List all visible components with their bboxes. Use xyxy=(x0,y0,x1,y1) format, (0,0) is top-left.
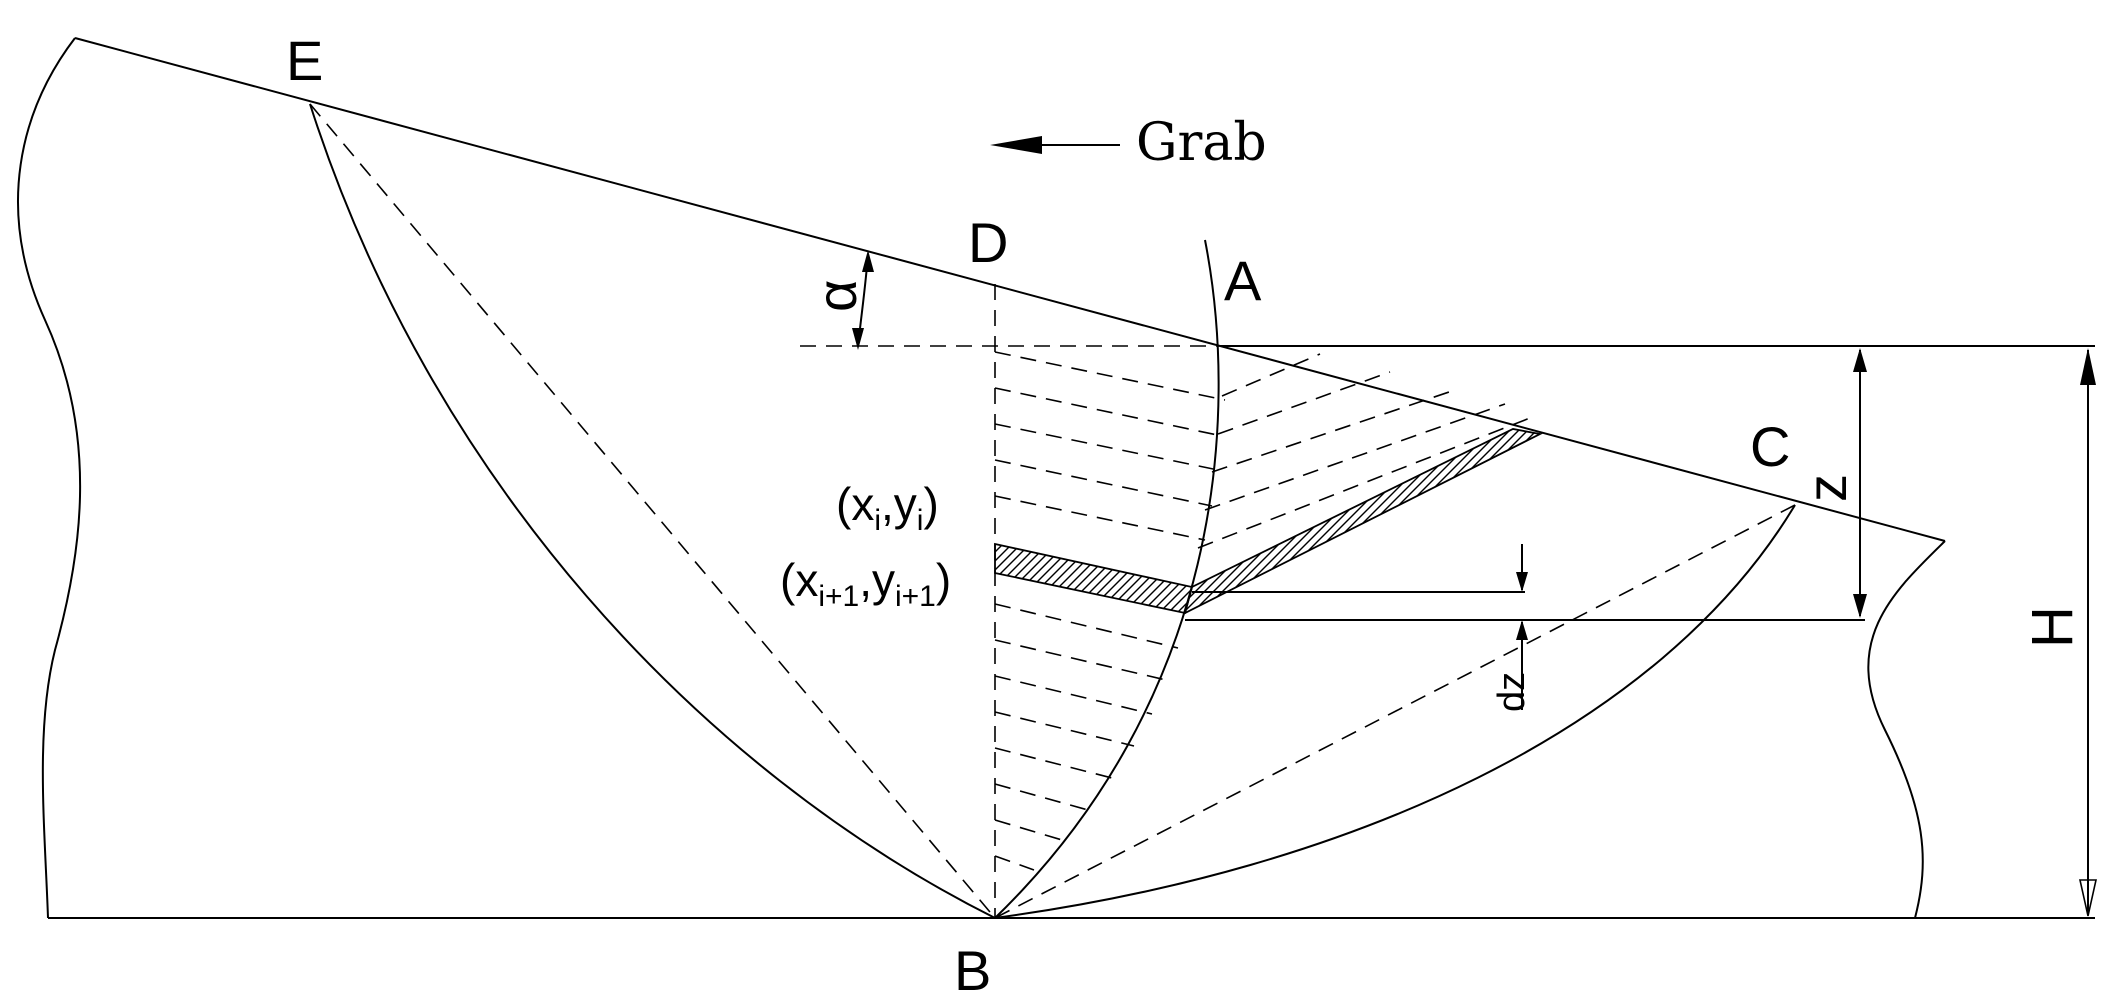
alpha-arrow-down xyxy=(852,328,864,350)
hatch-line xyxy=(1310,429,1512,613)
label-e: E xyxy=(286,29,323,92)
hatch-line xyxy=(1185,429,1287,613)
hatch-line xyxy=(1202,429,1404,613)
hatch-line xyxy=(1106,544,1188,613)
grab-arrow-head xyxy=(990,136,1042,154)
hatch-line xyxy=(1265,429,1467,613)
h-arrow-up xyxy=(2080,348,2096,385)
hatch-line xyxy=(1185,429,1314,613)
hatch-line xyxy=(1079,544,1161,613)
hatch-line xyxy=(995,544,1053,613)
hatch-line xyxy=(1185,429,1323,613)
z-arrow-up xyxy=(1853,348,1867,372)
chord-cb xyxy=(994,504,1796,919)
hatch-line xyxy=(995,544,1035,613)
label-d: D xyxy=(968,211,1008,274)
hatch-line xyxy=(1185,429,1350,613)
hatch-line xyxy=(1238,429,1440,613)
hatch-line xyxy=(1185,429,1305,613)
hatch-line xyxy=(1283,429,1485,613)
label-c: C xyxy=(1750,415,1790,478)
slip-arc-cb xyxy=(994,504,1796,919)
hatch-line xyxy=(1463,429,1540,613)
hatch-line xyxy=(1220,429,1422,613)
hatch-line xyxy=(1445,429,1540,613)
hatch-line xyxy=(1142,544,1192,613)
hatch-line xyxy=(1034,544,1116,613)
hatch-lines-left xyxy=(995,544,1192,613)
z-arrow-down xyxy=(1853,594,1867,618)
hatch-line xyxy=(1328,429,1530,613)
hatch-line xyxy=(1382,429,1540,613)
chord-eb xyxy=(309,103,996,919)
alpha-arrow-up xyxy=(862,250,874,272)
hatch-line xyxy=(1292,429,1494,613)
slope-surface-line xyxy=(74,37,1946,542)
hatch-line xyxy=(1052,544,1134,613)
left-stripes xyxy=(994,351,1226,871)
hatch-line xyxy=(1319,429,1521,613)
hatch-line xyxy=(1133,544,1192,613)
hatched-strip-right xyxy=(1183,428,1543,615)
hatch-line xyxy=(1193,429,1395,613)
hatch-line xyxy=(1526,429,1540,613)
hatch-line xyxy=(1211,429,1413,613)
hatch-line xyxy=(1472,429,1540,613)
right-stripes xyxy=(1197,353,1531,549)
hatch-line xyxy=(1070,544,1152,613)
hatch-line xyxy=(1256,429,1458,613)
hatch-line xyxy=(998,544,1080,613)
hatch-line xyxy=(1160,544,1192,613)
hatch-line xyxy=(1274,429,1476,613)
hatched-strip-left xyxy=(994,542,1194,615)
hatch-line xyxy=(1454,429,1540,613)
label-b: B xyxy=(954,939,991,1002)
hatch-line xyxy=(1229,429,1431,613)
dz-arrow-up xyxy=(1516,620,1528,640)
hatch-line xyxy=(995,544,1017,613)
hatch-line xyxy=(1185,429,1368,613)
hatch-line xyxy=(1535,429,1540,613)
hatch-line xyxy=(1185,429,1269,613)
slip-arc-eb xyxy=(309,103,996,919)
hatch-line xyxy=(1178,544,1192,613)
right-break-edge xyxy=(1867,540,1946,919)
label-z: z xyxy=(1795,474,1858,502)
dz-arrow-down xyxy=(1516,572,1528,592)
hatch-line xyxy=(1364,429,1540,613)
label-dz: dz xyxy=(1491,672,1533,712)
hatch-line xyxy=(1391,429,1540,613)
hatch-line xyxy=(1007,544,1089,613)
hatch-line xyxy=(1185,429,1341,613)
label-a: A xyxy=(1224,249,1262,312)
hatch-line xyxy=(1025,544,1107,613)
hatch-line xyxy=(1043,544,1125,613)
hatch-line xyxy=(1427,429,1540,613)
hatch-line xyxy=(1373,429,1540,613)
hatch-line xyxy=(1061,544,1143,613)
hatch-line xyxy=(1400,429,1540,613)
label-alpha: α xyxy=(805,280,868,312)
hatch-line xyxy=(1169,544,1192,613)
hatch-line xyxy=(1151,544,1192,613)
hatch-line xyxy=(1517,429,1540,613)
hatch-line xyxy=(1115,544,1192,613)
hatch-line xyxy=(995,544,1026,613)
label-h: H xyxy=(2020,606,2085,648)
hatch-line xyxy=(1545,420,1745,620)
hatch-line xyxy=(1481,429,1540,613)
hatch-line xyxy=(1499,429,1540,613)
h-arrow-down xyxy=(2079,879,2097,917)
coord-label-i1: (xi+1,yi+1) xyxy=(780,554,951,613)
coord-label-i: (xi,yi) xyxy=(836,478,939,537)
slip-arc-ab xyxy=(994,239,1220,919)
label-grab: Grab xyxy=(1136,113,1267,173)
left-break-edge xyxy=(17,37,82,919)
hatch-line xyxy=(1097,544,1179,613)
hatch-line xyxy=(995,544,1062,613)
hatch-line xyxy=(1355,429,1540,613)
hatch-line xyxy=(1301,429,1503,613)
hatch-line xyxy=(1247,429,1449,613)
